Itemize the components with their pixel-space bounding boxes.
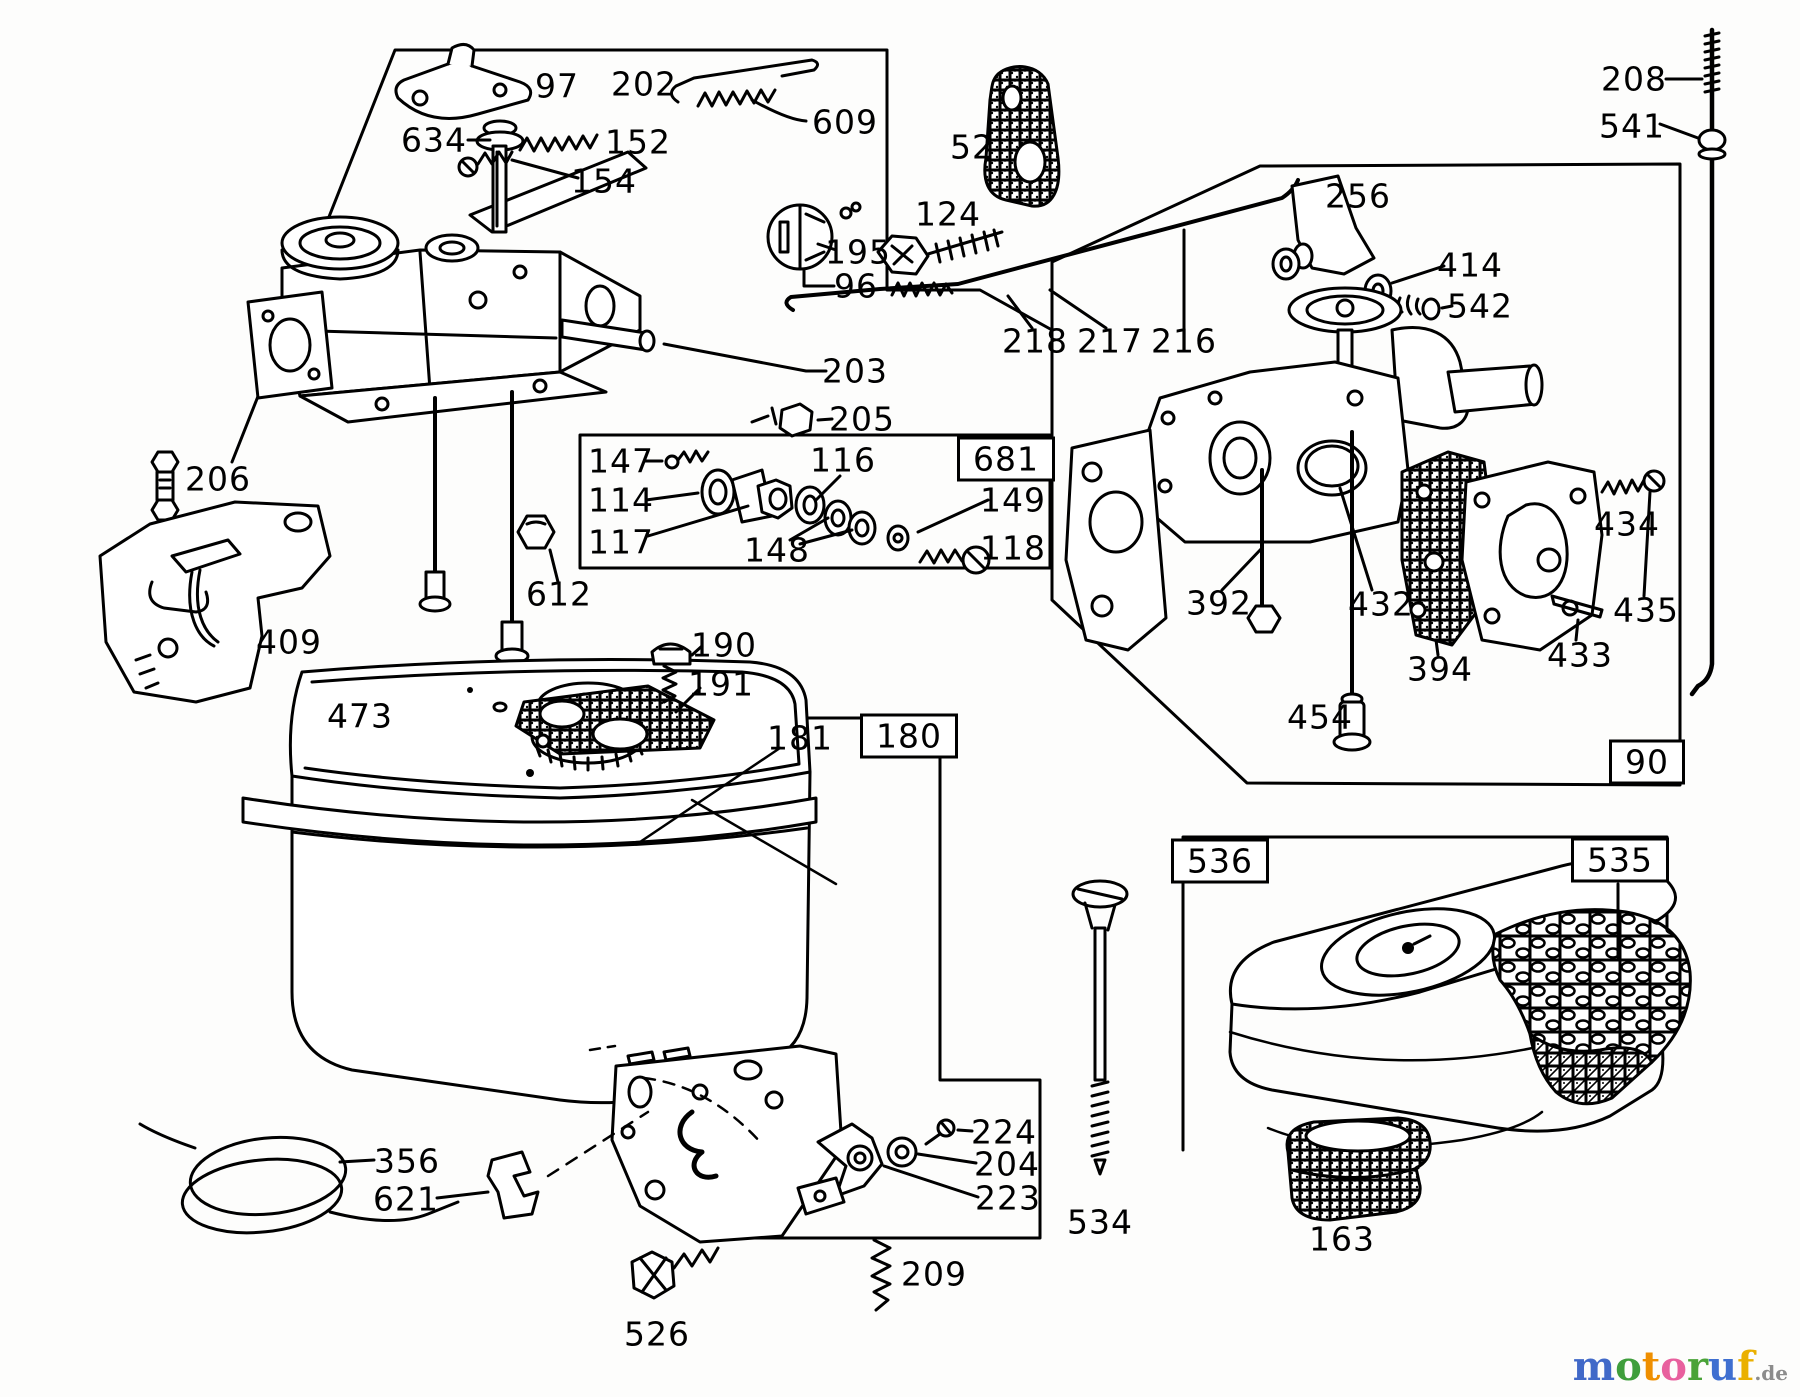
part-label-149: 149 <box>980 480 1046 520</box>
part-label-435: 435 <box>1613 590 1679 630</box>
part-label-208: 208 <box>1601 59 1667 99</box>
leader-lines-203-205-612 <box>548 342 834 584</box>
part-label-205: 205 <box>829 399 895 439</box>
watermark-letter: r <box>1686 1343 1709 1390</box>
part-label-433: 433 <box>1547 635 1613 675</box>
spring-152-screw-154-drawing <box>457 133 599 180</box>
left-carburetor-drawing <box>246 150 656 665</box>
right-carburetor-drawing <box>1064 286 1544 752</box>
part-label-541: 541 <box>1599 106 1665 146</box>
part-label-634: 634 <box>401 120 467 160</box>
watermark-word: motoruf <box>1573 1343 1755 1390</box>
bracket-256-drawing <box>1271 174 1376 281</box>
part-label-118: 118 <box>980 528 1046 568</box>
part-label-154: 154 <box>571 161 637 201</box>
part-label-97: 97 <box>535 66 579 106</box>
part-label-180: 180 <box>860 713 958 759</box>
part-label-681: 681 <box>957 436 1055 482</box>
part-label-124: 124 <box>915 194 981 234</box>
watermark-letter: f <box>1737 1343 1755 1390</box>
part-label-392: 392 <box>1186 583 1252 623</box>
governor-link-202-spring-609-drawing <box>670 58 819 123</box>
bolt-124-drawing <box>876 228 1004 276</box>
part-label-534: 534 <box>1067 1202 1133 1242</box>
part-label-206: 206 <box>185 459 251 499</box>
part-label-148: 148 <box>744 530 810 570</box>
part-label-473: 473 <box>327 696 393 736</box>
part-label-203: 203 <box>822 351 888 391</box>
part-label-536: 536 <box>1171 838 1269 884</box>
nut-206-drawing <box>150 450 180 522</box>
part-label-535: 535 <box>1571 837 1669 883</box>
part-label-96: 96 <box>834 266 878 306</box>
part-label-209: 209 <box>901 1254 967 1294</box>
part-label-191: 191 <box>688 664 754 704</box>
pump-cover-434-group-drawing <box>1400 450 1666 657</box>
speed-control-bracket-drawing <box>588 1044 980 1244</box>
part-label-394: 394 <box>1407 649 1473 689</box>
part-label-526: 526 <box>624 1314 690 1354</box>
part-label-202: 202 <box>611 64 677 104</box>
part-label-163: 163 <box>1309 1219 1375 1259</box>
part-label-432: 432 <box>1348 584 1414 624</box>
part-label-223: 223 <box>975 1178 1041 1218</box>
part-label-542: 542 <box>1447 286 1513 326</box>
watermark-letter: u <box>1708 1343 1738 1390</box>
watermark-letter: o <box>1660 1343 1687 1390</box>
gasket-52-drawing <box>983 65 1061 208</box>
grommet-163-drawing <box>1266 1110 1544 1222</box>
part-label-204: 204 <box>974 1144 1040 1184</box>
rod-208-collar-541-drawing <box>1658 27 1727 697</box>
part-label-454: 454 <box>1287 697 1353 737</box>
part-label-434: 434 <box>1594 504 1660 544</box>
part-label-414: 414 <box>1437 245 1503 285</box>
part-label-152: 152 <box>605 122 671 162</box>
watermark-suffix: .de <box>1754 1361 1788 1385</box>
watermark-letter: o <box>1615 1343 1642 1390</box>
part-label-224: 224 <box>971 1112 1037 1152</box>
spring-209-bolt-526-drawing <box>630 1238 892 1312</box>
part-label-190: 190 <box>691 625 757 665</box>
choke-plate-195-drawing <box>766 201 862 288</box>
part-label-147: 147 <box>588 441 654 481</box>
ground-wire-356-clip-621-drawing <box>138 1110 650 1235</box>
part-label-117: 117 <box>588 522 654 562</box>
part-label-621: 621 <box>373 1179 439 1219</box>
needle-valve-parts-681-drawing <box>643 449 991 575</box>
air-cleaner-drawing <box>1228 858 1692 1133</box>
part-label-216: 216 <box>1151 321 1217 361</box>
part-label-217: 217 <box>1077 321 1143 361</box>
throttle-lever-97-drawing <box>394 43 533 234</box>
part-label-90: 90 <box>1609 739 1685 785</box>
part-label-116: 116 <box>810 440 876 480</box>
motoruf-watermark: motoruf.de <box>1573 1347 1788 1387</box>
part-label-409: 409 <box>256 622 322 662</box>
tank-gasket-191-screw-190-drawing <box>514 642 716 756</box>
part-label-218: 218 <box>1002 321 1068 361</box>
part-label-256: 256 <box>1325 176 1391 216</box>
screw-534-drawing <box>1071 879 1129 1176</box>
part-label-52: 52 <box>950 127 994 167</box>
part-label-612: 612 <box>526 574 592 614</box>
part-label-609: 609 <box>812 102 878 142</box>
part-label-356: 356 <box>374 1141 440 1181</box>
watermark-letter: m <box>1572 1343 1616 1390</box>
part-label-114: 114 <box>588 480 654 520</box>
part-label-181: 181 <box>767 718 833 758</box>
part-label-195: 195 <box>825 232 891 272</box>
watermark-letter: t <box>1641 1343 1661 1390</box>
